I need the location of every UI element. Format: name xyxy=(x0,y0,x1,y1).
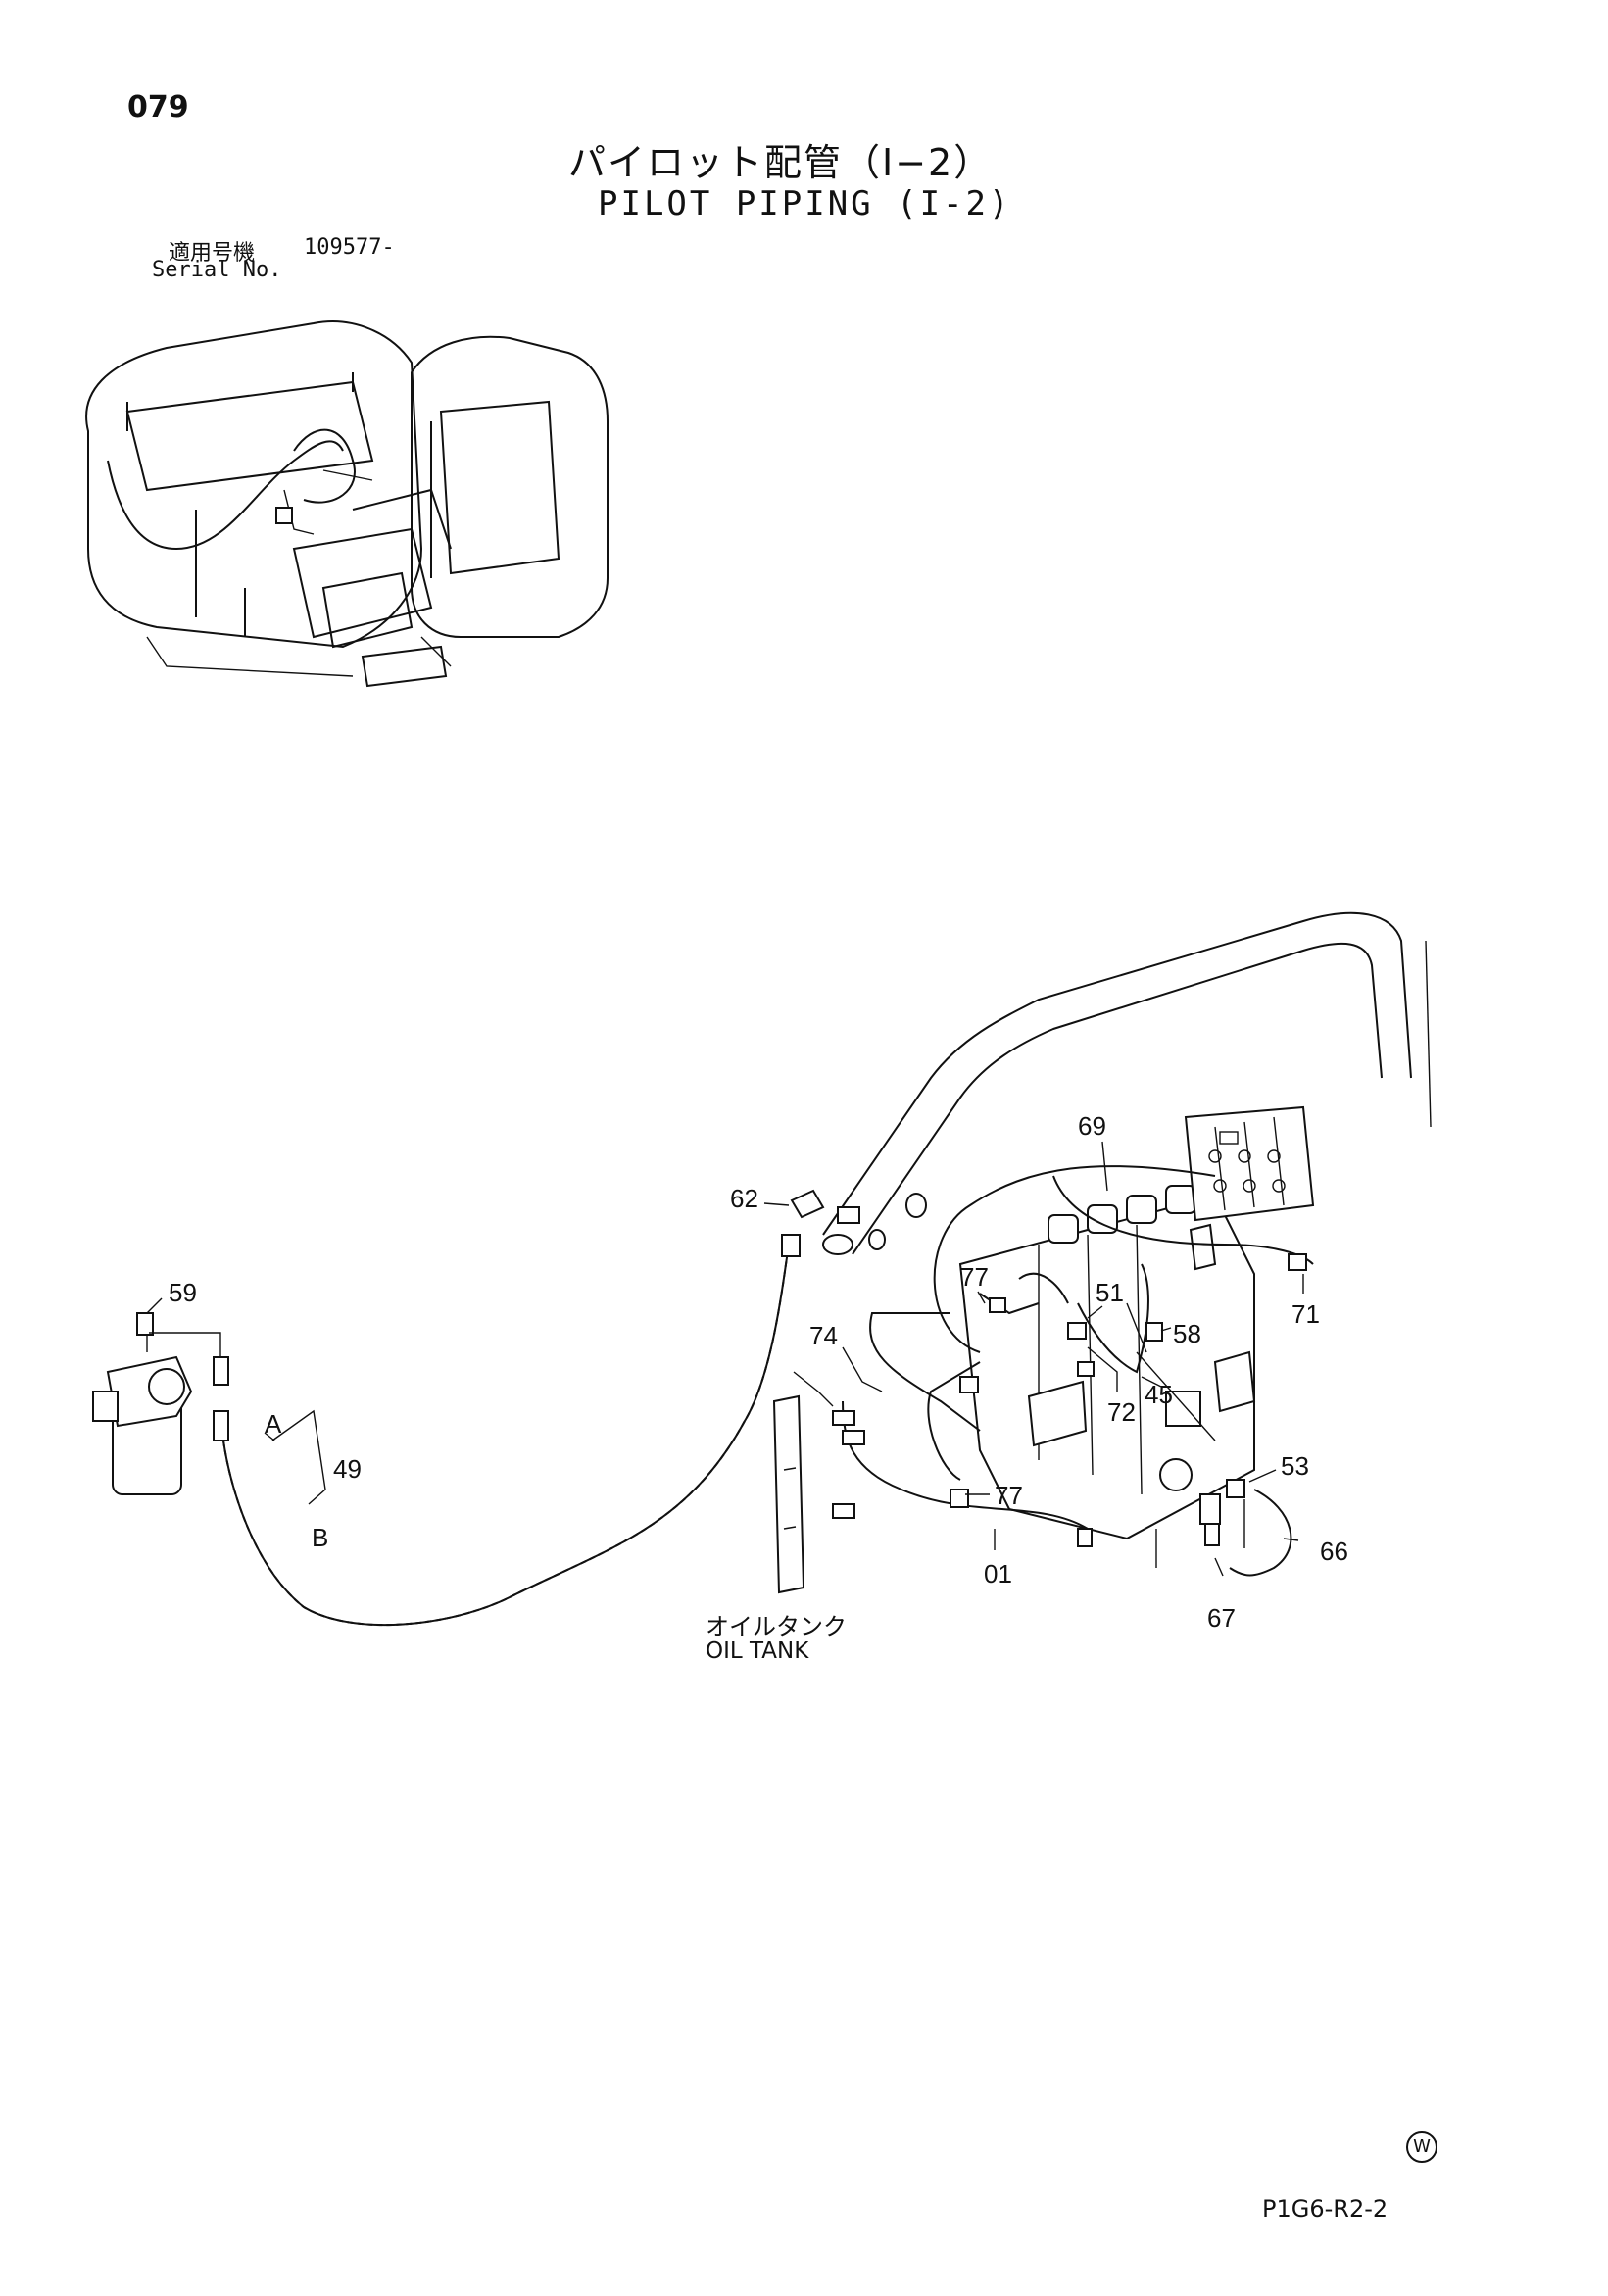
callout-71: 71 xyxy=(1291,1299,1320,1329)
callout-69: 69 xyxy=(1078,1111,1106,1141)
pilot-valve-block xyxy=(1184,1105,1315,1222)
callout-53: 53 xyxy=(1281,1451,1309,1481)
callout-B: B xyxy=(312,1523,328,1552)
callout-45: 45 xyxy=(1145,1380,1173,1409)
callout-58: 58 xyxy=(1173,1319,1201,1348)
document-code: P1G6-R2-2 xyxy=(1262,2195,1389,2223)
callout-77-lower: 77 xyxy=(995,1481,1023,1510)
callout-72: 72 xyxy=(1107,1397,1136,1427)
callout-67: 67 xyxy=(1207,1603,1236,1633)
fittings xyxy=(790,1189,1307,1547)
serial-label-english: Serial No. xyxy=(152,258,282,282)
machine-overview-sketch xyxy=(85,320,609,688)
callout-51: 51 xyxy=(1096,1278,1124,1307)
leader-lines xyxy=(146,1141,1304,1577)
title-japanese: パイロット配管（Ⅰ−2） xyxy=(568,141,994,184)
control-valve xyxy=(958,1185,1256,1568)
callout-62: 62 xyxy=(730,1184,758,1213)
serial-label-japanese: 適用号機 xyxy=(169,241,256,266)
hose-49 xyxy=(149,1234,801,1627)
callout-66: 66 xyxy=(1320,1537,1348,1566)
pilot-filter xyxy=(92,1312,193,1495)
callout-A: A xyxy=(265,1409,282,1439)
page-number: 079 xyxy=(127,90,189,124)
callout-49: 49 xyxy=(333,1454,362,1484)
callout-74: 74 xyxy=(809,1321,838,1350)
oil-tank-bracket xyxy=(772,1371,834,1594)
oil-tank-label-japanese: オイルタンク xyxy=(706,1613,847,1640)
oil-tank-label-english: OIL TANK xyxy=(706,1638,809,1664)
w-mark-icon: W xyxy=(1406,2131,1437,2163)
return-pipe xyxy=(822,911,1432,1255)
callout-59: 59 xyxy=(169,1278,197,1307)
callout-01: 01 xyxy=(984,1559,1012,1588)
callout-77-upper: 77 xyxy=(960,1262,989,1292)
title-english: PILOT PIPING (I-2) xyxy=(598,184,1012,223)
serial-value: 109577- xyxy=(304,235,395,260)
